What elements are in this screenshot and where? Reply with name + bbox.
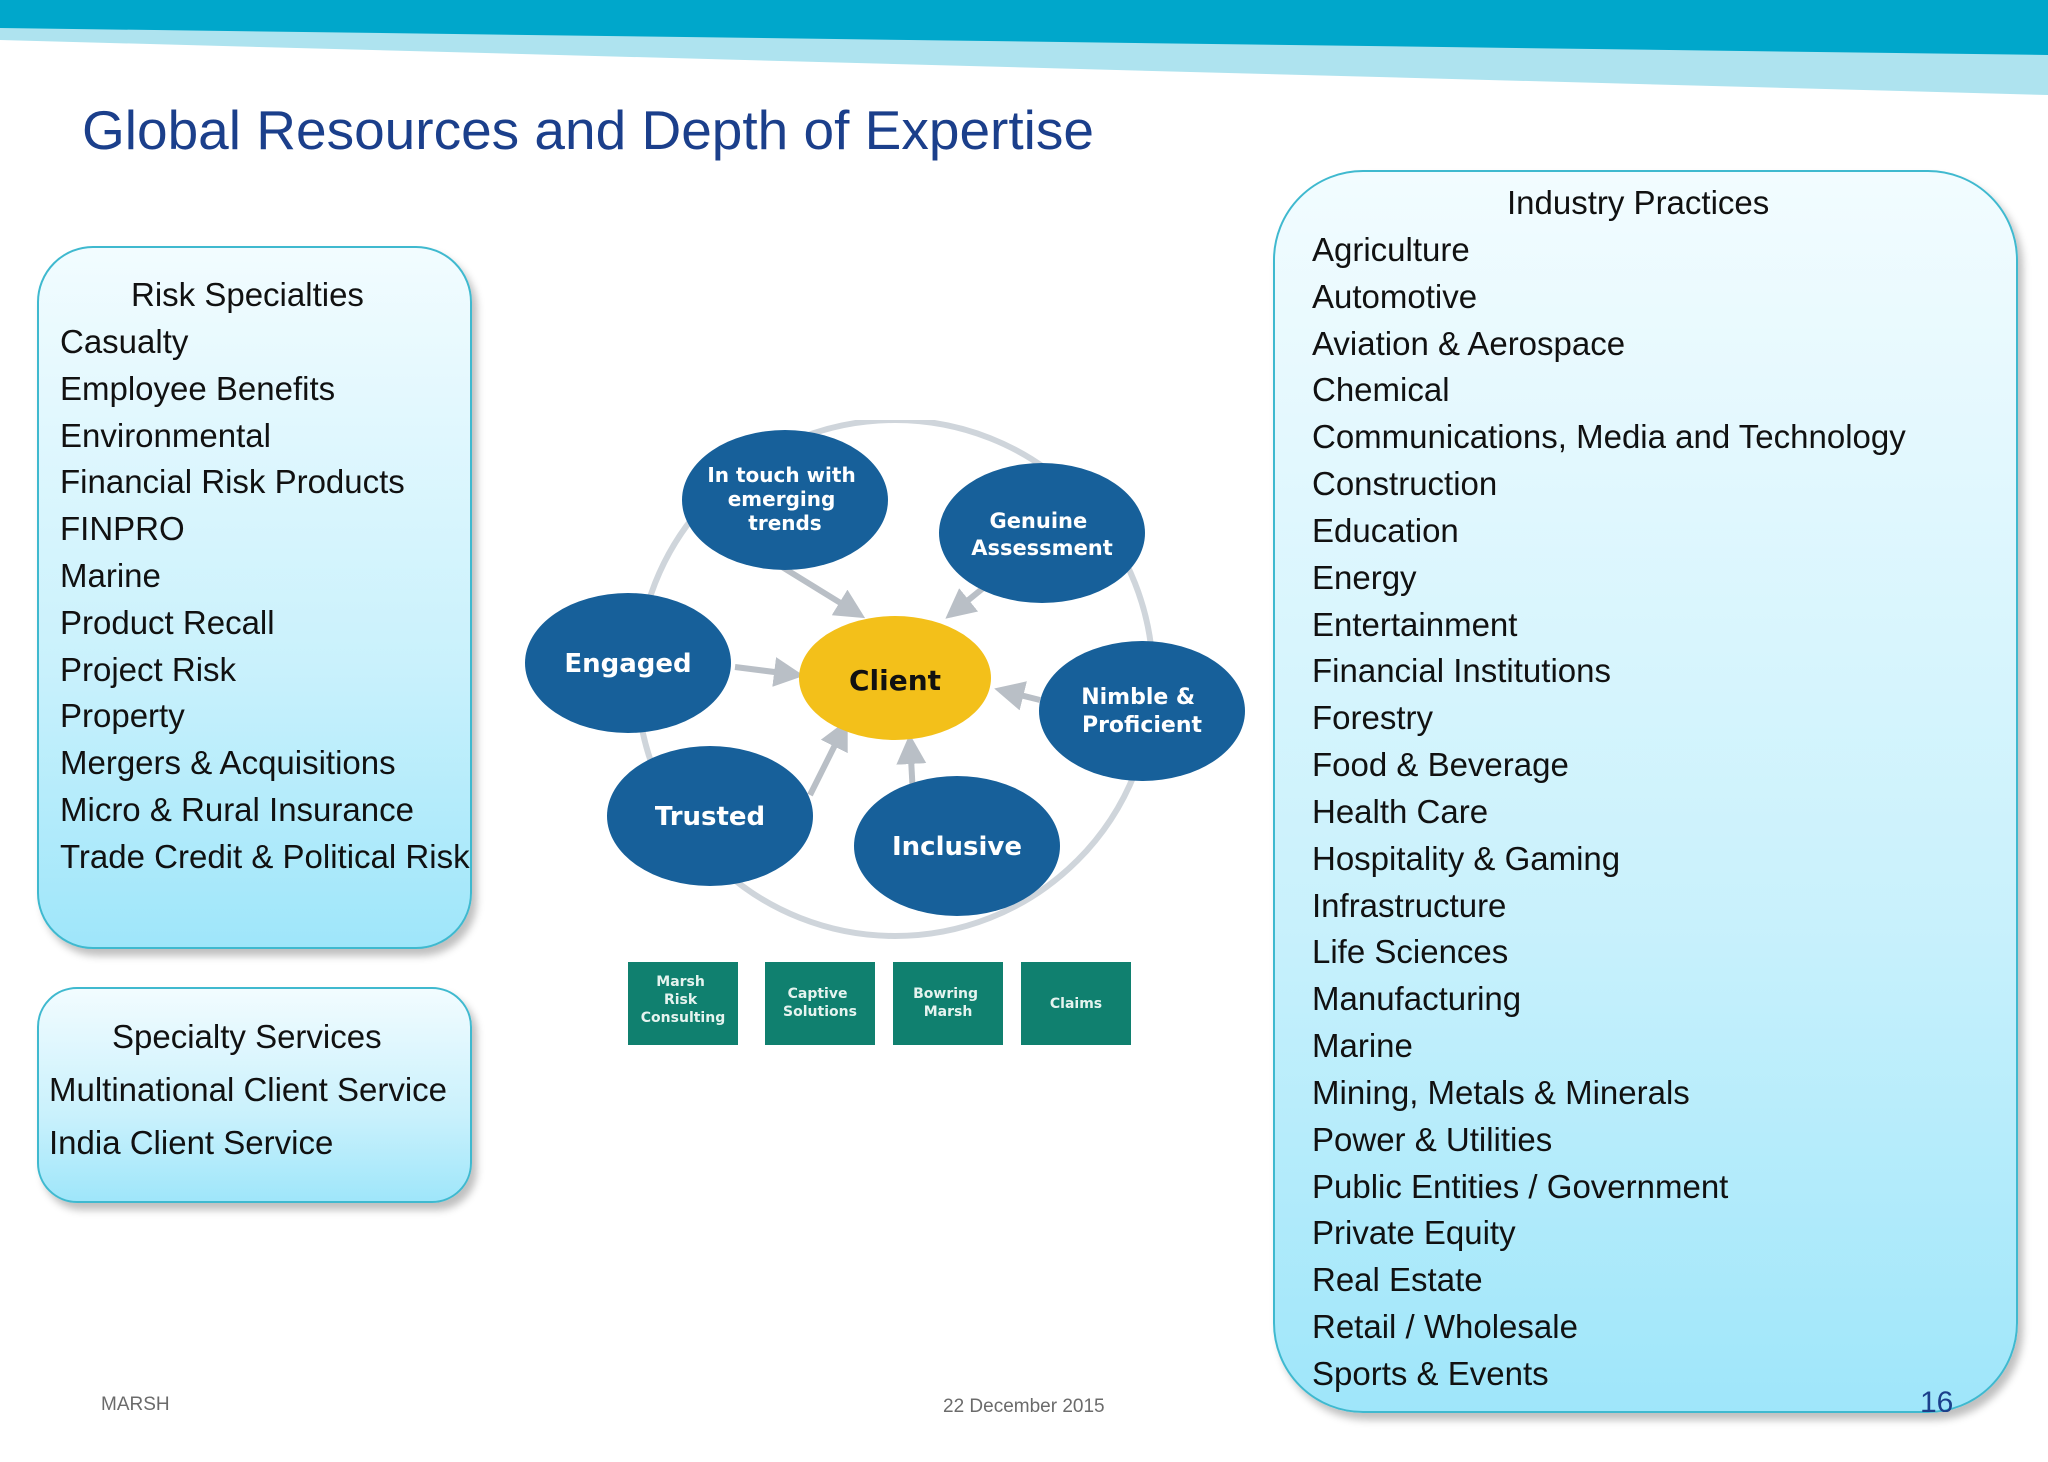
list-item: Manufacturing	[1312, 980, 1522, 1017]
list-item: Education	[1312, 512, 1459, 549]
specialty-services-heading: Specialty Services	[112, 1018, 382, 1055]
node-in-touch	[682, 430, 888, 570]
node-genuine-assessment	[939, 463, 1145, 603]
box-label-bowring-marsh: Bowring Marsh	[913, 986, 983, 1020]
list-item: Mergers & Acquisitions	[60, 744, 396, 781]
list-item: Construction	[1312, 465, 1498, 502]
list-item: Life Sciences	[1312, 933, 1509, 970]
list-item: Communications, Media and Technology	[1312, 418, 1906, 455]
list-item: Multinational Client Service	[49, 1071, 448, 1108]
list-item: India Client Service	[49, 1124, 334, 1161]
list-item: Trade Credit & Political Risk	[60, 838, 470, 875]
client-label: Client	[849, 664, 941, 697]
list-item: Energy	[1312, 559, 1417, 596]
list-item: Casualty	[60, 323, 189, 360]
node-label-inclusive: Inclusive	[892, 832, 1022, 862]
list-item: Aviation & Aerospace	[1312, 325, 1626, 362]
page-number: 16	[1920, 1386, 1954, 1412]
box-label-captive-solutions: Captive Solutions	[783, 986, 857, 1020]
box-marsh-risk-consulting	[628, 962, 738, 1045]
node-label-genuine-assessment: Genuine Assessment	[971, 509, 1113, 560]
node-label-trusted: Trusted	[655, 802, 765, 832]
list-item: Retail / Wholesale	[1312, 1308, 1578, 1345]
risk-specialties-panel: Risk Specialties Casualty Employee Benef…	[37, 246, 472, 949]
slide-title: Global Resources and Depth of Expertise	[82, 99, 1094, 161]
list-item: Marine	[1312, 1027, 1413, 1064]
list-item: Employee Benefits	[60, 370, 336, 407]
list-item: Financial Institutions	[1312, 652, 1611, 689]
node-inclusive	[854, 776, 1060, 916]
client-value-diagram: Client In touch with emerging trends Gen…	[525, 420, 1245, 1045]
industry-practices-heading: Industry Practices	[1507, 184, 1770, 221]
list-item: Chemical	[1312, 371, 1450, 408]
footer-company: MARSH	[101, 1394, 170, 1415]
list-item: Private Equity	[1312, 1214, 1516, 1251]
list-item: Food & Beverage	[1312, 746, 1569, 783]
node-label-in-touch: In touch with emerging trends	[707, 463, 862, 535]
arrow	[807, 719, 848, 797]
list-item: Health Care	[1312, 793, 1489, 830]
node-engaged	[525, 593, 731, 733]
list-item: Project Risk	[60, 651, 237, 688]
list-item: Financial Risk Products	[60, 463, 405, 500]
list-item: Marine	[60, 557, 161, 594]
list-item: Automotive	[1312, 278, 1478, 315]
top-banner	[0, 0, 2048, 95]
list-item: Infrastructure	[1312, 887, 1507, 924]
list-item: Power & Utilities	[1312, 1121, 1553, 1158]
list-item: Agriculture	[1312, 231, 1470, 268]
box-captive-solutions	[765, 962, 875, 1045]
list-item: Entertainment	[1312, 606, 1518, 643]
box-label-claims: Claims	[1050, 996, 1102, 1012]
node-trusted	[607, 746, 813, 886]
risk-specialties-heading: Risk Specialties	[131, 276, 364, 313]
list-item: Public Entities / Government	[1312, 1168, 1729, 1205]
specialty-services-panel: Specialty Services Multinational Client …	[37, 987, 472, 1203]
list-item: Sports & Events	[1312, 1355, 1549, 1392]
list-item: Environmental	[60, 417, 271, 454]
box-bowring-marsh	[893, 962, 1003, 1045]
list-item: Hospitality & Gaming	[1312, 840, 1621, 877]
list-item: FINPRO	[60, 510, 185, 547]
list-item: Forestry	[1312, 699, 1434, 736]
list-item: Product Recall	[60, 604, 275, 641]
footer-date: 22 December 2015	[943, 1396, 1105, 1417]
list-item: Property	[60, 697, 185, 734]
box-label-marsh-risk-consulting: Marsh Risk Consulting	[641, 974, 725, 1026]
node-nimble-proficient	[1039, 641, 1245, 781]
industry-practices-panel: Industry Practices Agriculture Automotiv…	[1273, 170, 2018, 1413]
client-node	[799, 616, 991, 740]
node-label-nimble-proficient: Nimble & Proficient	[1081, 685, 1203, 738]
list-item: Micro & Rural Insurance	[60, 791, 414, 828]
arrow	[734, 657, 804, 687]
box-claims	[1021, 962, 1131, 1045]
arrow	[994, 681, 1041, 711]
node-label-engaged: Engaged	[564, 649, 691, 679]
list-item: Real Estate	[1312, 1261, 1483, 1298]
list-item: Mining, Metals & Minerals	[1312, 1074, 1690, 1111]
